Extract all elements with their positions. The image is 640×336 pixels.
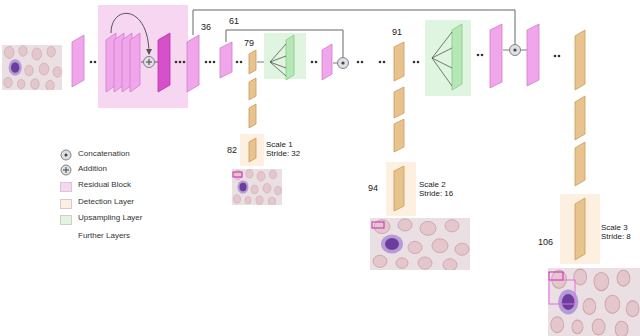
legend-swatch: [60, 199, 72, 209]
legend-text: Residual Block: [78, 181, 131, 190]
legend-text: Concatenation: [78, 150, 130, 159]
legend-text: Addition: [78, 165, 107, 174]
legend-swatch: [60, 215, 72, 225]
legend-swatch: [60, 182, 72, 192]
layer-number: 82: [227, 146, 237, 156]
legend-text: Detection Layer: [78, 198, 134, 207]
layer-number: 91: [392, 28, 402, 38]
scale-label: Scale 3 Stride: 8: [601, 224, 637, 242]
layer-number: 61: [229, 17, 239, 27]
layer-number: 106: [538, 238, 553, 248]
layer-number: 36: [201, 23, 211, 33]
legend-text: Upsampling Layer: [78, 214, 142, 223]
layer-number: 79: [244, 39, 254, 49]
scale-label: Scale 1 Stride: 32: [266, 141, 312, 159]
scale-label: Scale 2 Stride: 16: [419, 181, 465, 199]
layer-number: 94: [368, 184, 378, 194]
legend-text: Further Layers: [78, 232, 130, 241]
